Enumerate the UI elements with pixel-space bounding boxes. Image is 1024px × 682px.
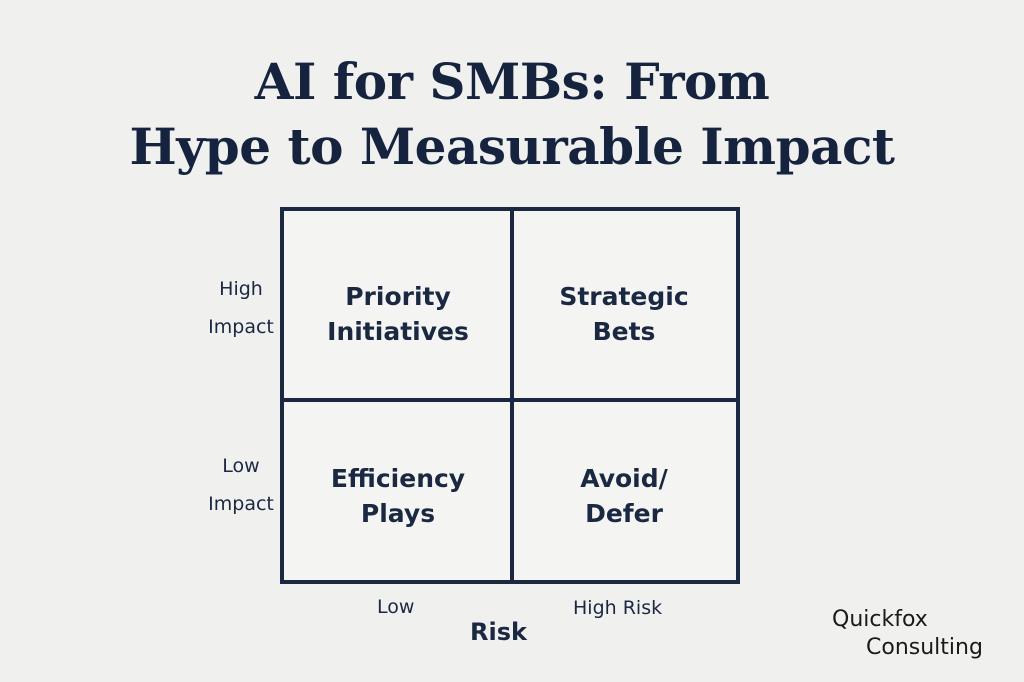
quadrant-label: Efficiency: [330, 464, 466, 493]
title-line-1: AI for SMBs: From: [254, 52, 770, 111]
risk-impact-matrix: Priority Initiatives Strategic Bets Effi…: [280, 207, 740, 584]
title-line-2: Hype to Measurable Impact: [129, 117, 896, 176]
horizontal-divider: [284, 398, 736, 402]
quadrant-avoid-defer: Avoid/ Defer: [514, 461, 734, 531]
logo-line: Consulting: [866, 635, 983, 660]
quadrant-label: Strategic: [559, 282, 689, 311]
logo-line: Quickfox: [832, 607, 928, 632]
y-label-line: Impact: [208, 316, 274, 338]
x-label-low: Low: [377, 596, 415, 618]
quadrant-label: Avoid/: [580, 464, 668, 493]
quadrant-label: Plays: [360, 499, 436, 528]
quadrant-label: Priority: [345, 282, 451, 311]
quadrant-strategic-bets: Strategic Bets: [514, 279, 734, 349]
quadrant-efficiency-plays: Efficiency Plays: [288, 461, 508, 531]
y-label-high-impact: High Impact: [196, 270, 286, 346]
y-label-line: Low: [222, 455, 260, 477]
quadrant-priority-initiatives: Priority Initiatives: [288, 279, 508, 349]
quadrant-label: Defer: [585, 499, 663, 528]
company-logo: Quickfox Consulting: [832, 606, 983, 662]
x-axis-title: Risk: [470, 618, 527, 646]
vertical-divider: [510, 211, 514, 580]
y-label-line: Impact: [208, 493, 274, 515]
quadrant-label: Bets: [592, 317, 656, 346]
quadrant-label: Initiatives: [327, 317, 469, 346]
y-label-low-impact: Low Impact: [196, 447, 286, 523]
x-label-high-risk: High Risk: [573, 597, 663, 619]
y-label-line: High: [219, 278, 263, 300]
